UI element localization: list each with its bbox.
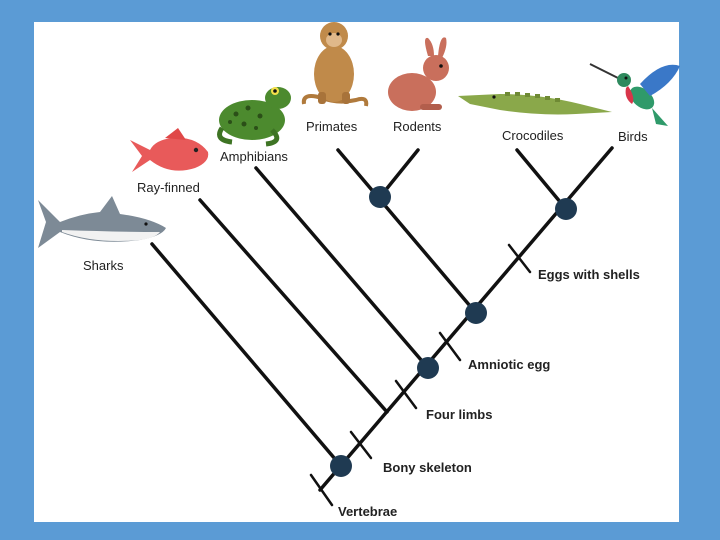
branch-amphibians: [254, 166, 430, 370]
label-crocodiles: Crocodiles: [502, 128, 564, 143]
tick-four-limbs: [394, 379, 418, 410]
node-vertebrates: [330, 455, 352, 477]
label-rodents: Rodents: [393, 119, 442, 134]
fish-icon: [130, 128, 209, 172]
label-vertebrae: Vertebrae: [338, 504, 397, 519]
label-birds: Birds: [618, 129, 648, 144]
tick-amniotic-egg: [438, 331, 462, 362]
branch-sharks: [150, 242, 343, 468]
branch-crocodiles: [515, 148, 568, 211]
label-ray-finned: Ray-finned: [137, 180, 200, 195]
label-eggs-with-shells: Eggs with shells: [538, 267, 640, 282]
monkey-icon: [301, 22, 369, 107]
label-sharks: Sharks: [83, 258, 124, 273]
node-amniotes: [465, 302, 487, 324]
branch-ray-finned: [198, 198, 389, 414]
label-primates: Primates: [306, 119, 358, 134]
tick-vertebrae: [309, 473, 334, 507]
crocodile-icon: [458, 92, 612, 115]
frog-icon: [217, 87, 291, 147]
node-archosaurs: [555, 198, 577, 220]
label-amniotic-egg: Amniotic egg: [468, 357, 550, 372]
node-mammals: [369, 186, 391, 208]
rabbit-icon: [388, 37, 449, 111]
node-tetrapods: [417, 357, 439, 379]
tick-eggs-with-shells: [507, 243, 532, 274]
branch-primates: [336, 148, 478, 315]
tick-bony-skeleton: [349, 430, 373, 460]
label-amphibians: Amphibians: [220, 149, 288, 164]
label-four-limbs: Four limbs: [426, 407, 492, 422]
shark-icon: [38, 196, 166, 248]
bird-icon: [589, 63, 680, 126]
label-bony-skeleton: Bony skeleton: [383, 460, 472, 475]
